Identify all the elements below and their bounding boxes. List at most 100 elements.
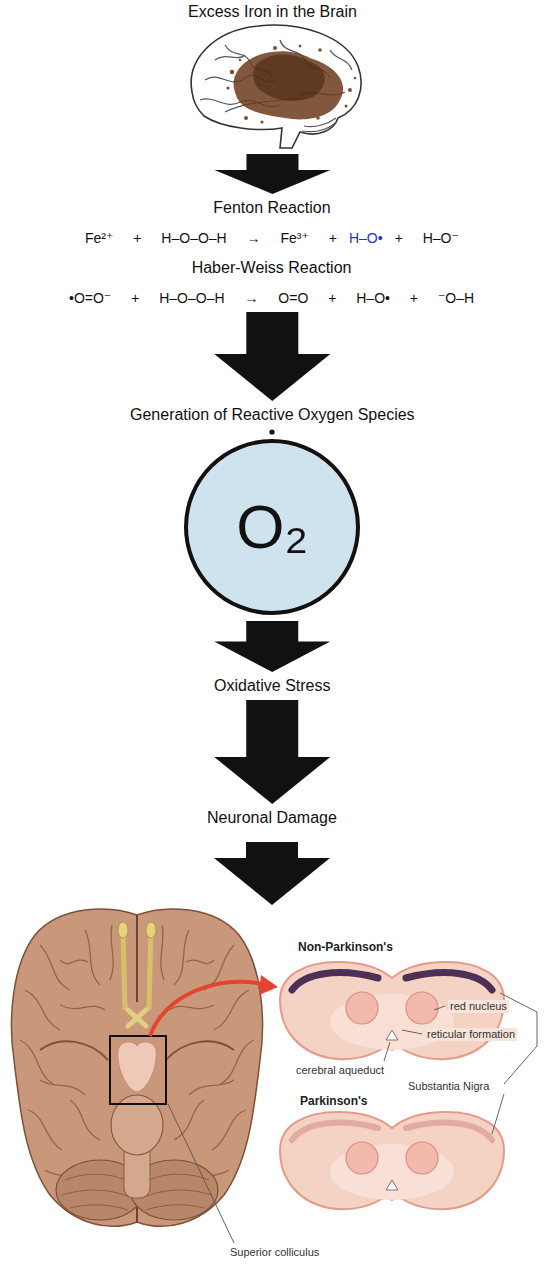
- brain-lateral-sketch: [299, 45, 302, 48]
- brain-inferior-view: [118, 1042, 157, 1092]
- brain-inferior-view: [12, 909, 263, 1226]
- part-label: red nucleus: [448, 1000, 509, 1013]
- brain-inferior-view: [136, 915, 138, 1002]
- brain-inferior-view: [70, 1205, 128, 1210]
- brain-lateral-sketch: [191, 25, 361, 148]
- midbrain-section-parkinsons: [406, 1142, 438, 1174]
- midbrain-section-parkinsons: [292, 1123, 378, 1140]
- brain-gyri: [28, 1110, 62, 1150]
- equation: H–O•: [349, 228, 383, 248]
- stage-title: Oxidative Stress: [214, 676, 330, 696]
- circle-shape: O₂: [179, 427, 365, 617]
- text-row: •O=O⁻ + H–O–O–H → O=O + H–O• + ⁻O–H: [63, 288, 480, 308]
- picture-space: [188, 22, 357, 150]
- stage-label: Oxidative Stress: [214, 676, 330, 696]
- flow-arrow: [214, 842, 330, 905]
- midbrain-section-parkinsons: [386, 1180, 398, 1190]
- brain-inferior-view: [62, 1190, 132, 1198]
- radical-dot: [270, 429, 275, 434]
- zoom-arrow: [259, 975, 278, 995]
- leader-line: [168, 1104, 234, 1243]
- text-row: Neuronal Damage: [207, 808, 337, 828]
- midbrain-section-normal: [406, 992, 438, 1024]
- molecule-circle: [186, 441, 358, 613]
- brain-lateral-sketch: [273, 46, 277, 50]
- brain-gyri: [25, 990, 60, 1030]
- brain-gyri: [70, 1100, 100, 1140]
- midbrain-section-parkinsons: [280, 1112, 504, 1209]
- brain-lateral-sketch: [348, 88, 352, 92]
- equation: •O=O⁻ + H–O–O–H → O=O + H–O• + ⁻O–H: [69, 288, 474, 308]
- stage-title: Neuronal Damage: [207, 808, 337, 828]
- text-row: Fe²⁺ + H–O–O–H → Fe³⁺ + H–O• + H–O⁻: [79, 228, 465, 248]
- brain-lateral-sketch: [244, 116, 248, 120]
- reaction-block: Haber-Weiss Reaction •O=O⁻ + H–O–O–H → O=…: [63, 258, 480, 308]
- brain-lateral-sketch: [302, 124, 334, 132]
- text-row: Excess Iron in the Brain: [188, 2, 357, 22]
- flow-arrow: [214, 312, 330, 401]
- brain-gyri: [60, 1005, 105, 1010]
- brain-lateral-sketch: [354, 77, 357, 80]
- brain-lateral-sketch: [230, 70, 234, 74]
- midbrain-section-normal: [406, 973, 492, 990]
- brain-lateral-sketch: [345, 105, 348, 108]
- flow-arrow: [214, 700, 330, 804]
- brain-inferior-view: [142, 1190, 212, 1198]
- brain-lateral-sketch: [191, 25, 361, 148]
- focus-box: [110, 1036, 166, 1104]
- leader-line: [492, 1094, 504, 1134]
- part-label: cerebral aqueduct: [296, 1064, 384, 1077]
- brain-gyri: [40, 945, 70, 990]
- brain-inferior-view: [118, 922, 128, 938]
- panel-title: Parkinson's: [300, 1094, 368, 1108]
- brain-lateral-sketch: [239, 59, 242, 62]
- part-label: reticular formation: [425, 1028, 517, 1041]
- stage-label: Haber-Weiss Reaction: [192, 258, 352, 278]
- midbrain-section-normal: [346, 992, 378, 1024]
- brain-lateral-sketch: [330, 50, 352, 70]
- brain-lateral-sketch: [226, 86, 229, 89]
- brain-gyri: [85, 930, 100, 985]
- olfactory-tract: [123, 930, 151, 1026]
- brain-lateral-sketch: [226, 45, 356, 124]
- midbrain-section-parkinsons: [346, 1142, 378, 1174]
- reaction-block: Fenton ReactionFe²⁺ + H–O–O–H → Fe³⁺ + H–…: [79, 198, 465, 248]
- brain-lateral-sketch: [260, 120, 263, 123]
- text-row: Fenton Reaction: [79, 198, 465, 218]
- stage-label: Neuronal Damage: [207, 808, 337, 828]
- stage-title: Excess Iron in the Brain: [188, 2, 357, 150]
- brain-lateral-sketch: [200, 40, 352, 132]
- stage-label: Fenton Reaction: [213, 198, 330, 218]
- part-label: Substantia Nigra: [408, 1080, 489, 1093]
- olfactory-tract: [128, 1010, 146, 1026]
- flow-arrow: [214, 621, 330, 672]
- midbrain-section-normal: [292, 973, 378, 990]
- leader-line: [384, 1042, 390, 1061]
- ros-circle: Generation of Reactive Oxygen SpeciesO₂: [130, 405, 415, 617]
- brain-lateral-sketch: [316, 116, 320, 120]
- stage-label: Excess Iron in the Brain: [188, 2, 357, 22]
- equation: + H–O⁻: [395, 228, 459, 248]
- zoom-arrow: [150, 975, 278, 1036]
- olfactory-tract: [123, 930, 125, 1008]
- molecule-symbol: O₂: [236, 496, 308, 558]
- brain-lateral-sketch: [318, 48, 322, 52]
- brain-inferior-view: [146, 922, 156, 938]
- text-row: Haber-Weiss Reaction: [63, 258, 480, 278]
- flow-arrow: [214, 154, 330, 194]
- brain-inferior-view: [146, 1205, 204, 1210]
- text-row: Oxidative Stress: [214, 676, 330, 696]
- equation: Fe²⁺ + H–O–O–H → Fe³⁺ +: [85, 228, 337, 248]
- leader-line: [402, 1030, 422, 1034]
- midbrain-section-normal: [386, 1030, 398, 1040]
- brain-gyri: [161, 925, 254, 1190]
- brain-lateral-sketch: [253, 55, 325, 101]
- leader-line: [168, 993, 537, 1243]
- brain-gyri: [60, 960, 88, 964]
- midbrain-section-parkinsons: [280, 1112, 504, 1209]
- brain-inferior-view: [65, 1174, 130, 1182]
- brain-gyri: [20, 925, 113, 1190]
- text-row: Generation of Reactive Oxygen Species: [130, 405, 415, 425]
